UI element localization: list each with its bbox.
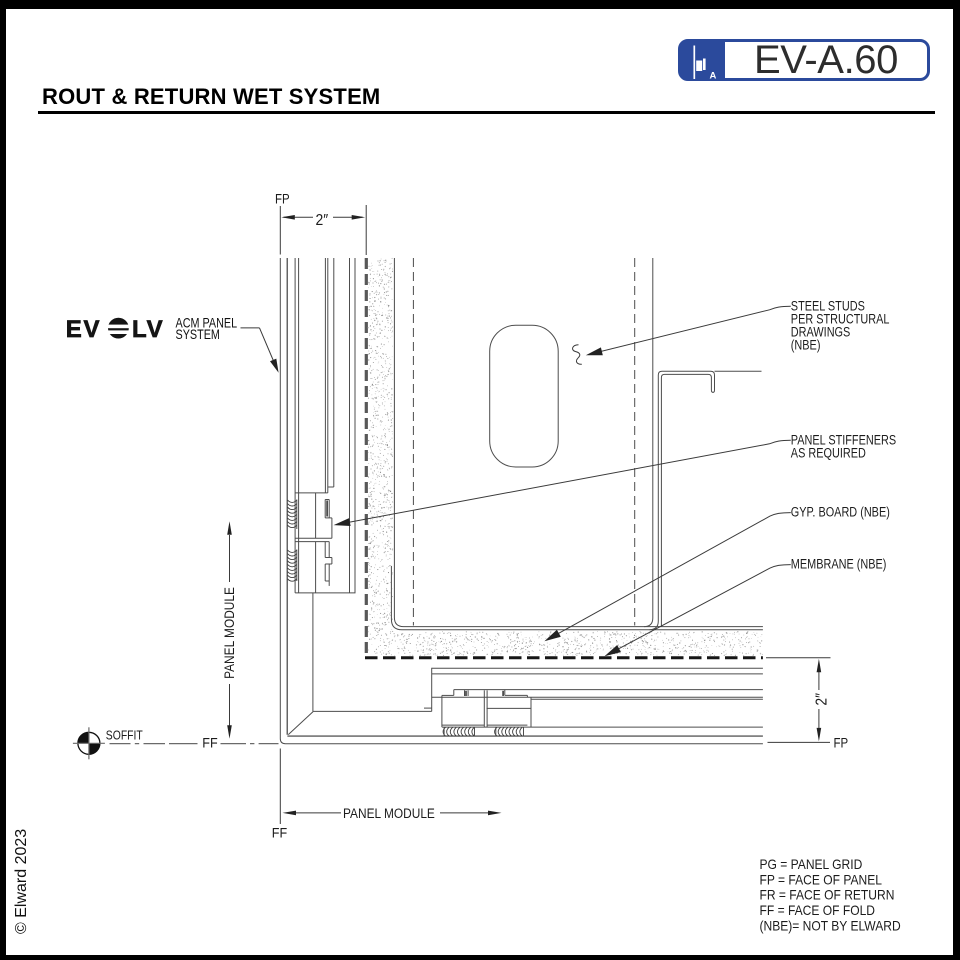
svg-text:PANEL MODULE: PANEL MODULE [221,587,237,679]
svg-text:GYP. BOARD (NBE): GYP. BOARD (NBE) [791,504,890,520]
svg-text:PER STRUCTURAL: PER STRUCTURAL [791,311,890,327]
svg-text:2″: 2″ [814,693,831,706]
svg-text:(NBE): (NBE) [791,337,821,353]
svg-text:A: A [710,71,717,80]
svg-text:FF: FF [202,735,217,751]
svg-text:FF = FACE OF FOLD: FF = FACE OF FOLD [760,902,876,918]
svg-text:STEEL STUDS: STEEL STUDS [791,298,865,314]
svg-text:PANEL MODULE: PANEL MODULE [343,805,435,821]
svg-text:(NBE)= NOT BY ELWARD: (NBE)= NOT BY ELWARD [760,918,901,934]
svg-text:SOFFIT: SOFFIT [106,729,143,743]
svg-text:FR = FACE OF RETURN: FR = FACE OF RETURN [760,887,895,903]
svg-text:ACM PANEL: ACM PANEL [176,316,238,331]
svg-text:PG = PANEL GRID: PG = PANEL GRID [760,856,863,872]
svg-text:FP: FP [834,735,849,750]
svg-text:MEMBRANE (NBE): MEMBRANE (NBE) [791,556,887,572]
svg-text:AS REQUIRED: AS REQUIRED [791,445,866,461]
svg-text:FF: FF [272,825,287,841]
svg-text:FP = FACE OF PANEL: FP = FACE OF PANEL [760,871,882,887]
svg-text:FP: FP [275,192,290,207]
svg-text:PANEL STIFFENERS: PANEL STIFFENERS [791,432,896,448]
svg-text:LV: LV [132,316,165,341]
svg-text:SYSTEM: SYSTEM [176,327,220,342]
svg-text:EV: EV [66,316,102,341]
svg-text:DRAWINGS: DRAWINGS [791,324,850,340]
svg-text:2″: 2″ [316,212,329,229]
